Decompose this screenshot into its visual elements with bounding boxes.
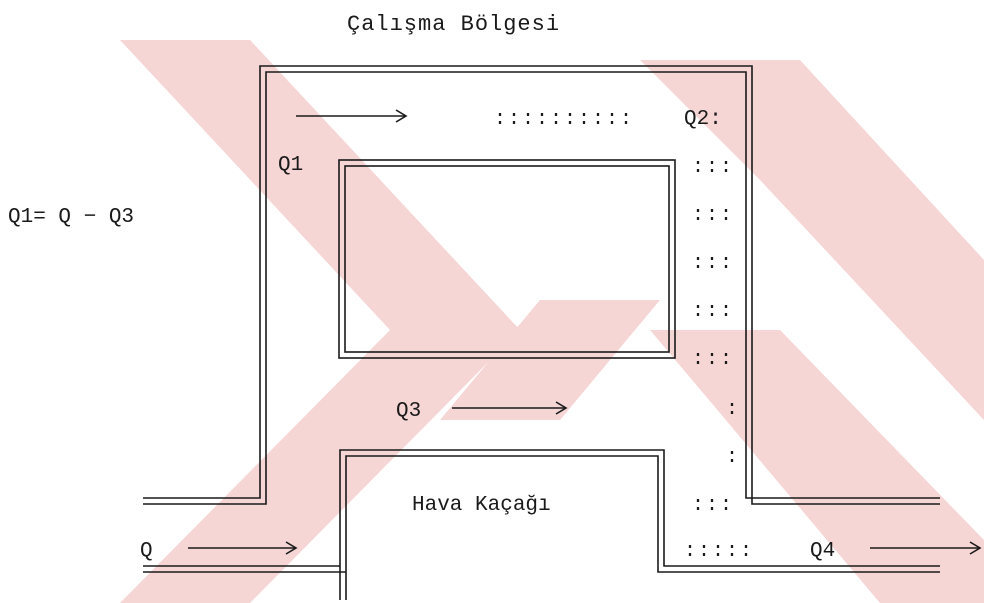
- leak-wall-inner: [345, 455, 940, 600]
- dots-col-a: :::: [692, 156, 734, 179]
- watermark-logo: [120, 40, 984, 603]
- label-q3: Q3: [396, 400, 421, 423]
- leak-wall-outer: [339, 449, 940, 600]
- label-q2: Q2:: [684, 108, 722, 131]
- arrow-top: [296, 109, 408, 123]
- outer-wall-inner: [143, 71, 940, 505]
- dots-single-1: :: [726, 398, 740, 421]
- dots-col-e: :::: [692, 348, 734, 371]
- leak-channel: [143, 449, 940, 600]
- label-leak: Hava Kaçağı: [412, 494, 551, 517]
- dots-col-b: :::: [692, 204, 734, 227]
- inner-obstacle: [338, 159, 676, 359]
- arrow-q4: [870, 541, 982, 555]
- outer-chamber: [143, 65, 940, 505]
- outer-wall-outer: [143, 65, 940, 505]
- diagram-title: Çalışma Bölgesi: [347, 12, 560, 37]
- dots-col-f: :::: [692, 494, 734, 517]
- label-equation: Q1= Q − Q3: [8, 206, 134, 229]
- dots-col-d: :::: [692, 300, 734, 323]
- inner-rect-inner: [344, 165, 670, 353]
- dots-top-run: ::::::::::: [494, 108, 634, 131]
- label-q1: Q1: [278, 154, 303, 177]
- arrow-q: [188, 541, 298, 555]
- inner-rect-outer: [338, 159, 676, 359]
- dots-col-c: :::: [692, 252, 734, 275]
- flow-arrows: [188, 109, 982, 555]
- dots-bottom-run: :::::: [684, 540, 754, 563]
- label-q4: Q4: [810, 540, 835, 563]
- label-q: Q: [140, 540, 153, 563]
- arrow-q3: [452, 401, 568, 415]
- dots-single-2: :: [726, 446, 740, 469]
